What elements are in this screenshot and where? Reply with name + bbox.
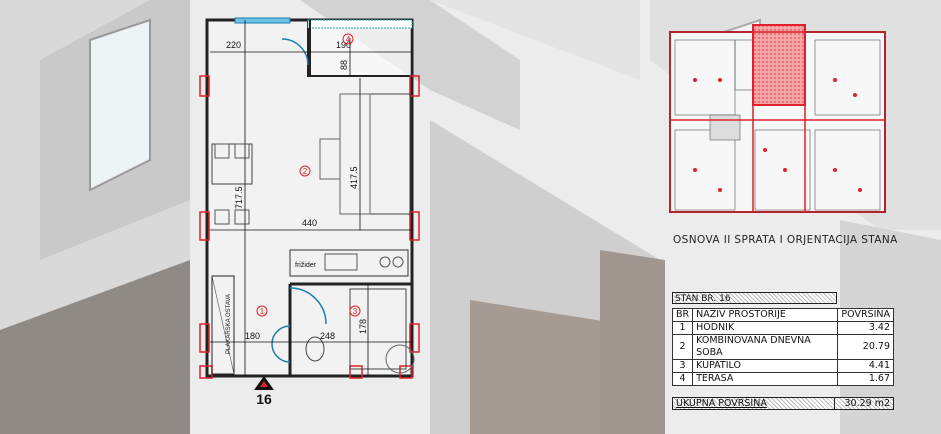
row-br: 4 (671, 372, 694, 386)
row-name: HODNIK (692, 321, 839, 335)
dim-terrace-depth: 88 (339, 60, 349, 70)
apartment-floor-plan: 220 190 88 440 417.5 717.5 180 248 178 1… (199, 17, 420, 379)
room-marker-1: 1 (260, 307, 265, 316)
terrace-railing (307, 19, 413, 29)
room-marker-2: 2 (303, 167, 308, 176)
rooms-table: BR NAZIV PROSTORIJE POVRŠINA 1 HODNIK 3.… (671, 308, 894, 386)
view-marker-number: 16 (256, 391, 272, 407)
table-row: 3 KUPATILO 4.41 (671, 359, 894, 373)
dim-total-height: 717.5 (234, 186, 244, 209)
triangle-marker-icon (254, 376, 274, 390)
wardrobe-label: PLAKARSKA OSTAVA (226, 294, 232, 354)
table-header-row: BR NAZIV PROSTORIJE POVRŠINA (671, 308, 894, 322)
row-name: KOMBINOVANA DNEVNA SOBA (692, 334, 839, 360)
table-row: 4 TERASA 1.67 (671, 372, 894, 386)
total-area-row: UKUPNA POVRŠINA 30.29 m2 (672, 397, 894, 410)
dim-top-width: 220 (226, 40, 241, 50)
dim-room-width: 440 (302, 218, 317, 228)
header-br: BR (671, 308, 694, 322)
row-br: 2 (671, 334, 694, 360)
row-area: 1.67 (837, 372, 894, 386)
row-br: 3 (671, 359, 694, 373)
dim-room-height: 417.5 (349, 166, 359, 189)
table-row: 1 HODNIK 3.42 (671, 321, 894, 335)
total-label: UKUPNA POVRŠINA (673, 398, 835, 409)
dim-hall-width: 180 (245, 331, 260, 341)
overview-caption: OSNOVA II SPRATA I ORJENTACIJA STANA (673, 234, 898, 246)
row-area: 3.42 (837, 321, 894, 335)
row-name: TERASA (692, 372, 839, 386)
row-area: 20.79 (837, 334, 894, 360)
view-marker: 16 (249, 374, 279, 407)
total-value: 30.29 m2 (844, 398, 890, 409)
room-marker-3: 3 (353, 307, 358, 316)
row-area: 4.41 (837, 359, 894, 373)
dim-bath-width: 248 (320, 331, 335, 341)
row-br: 1 (671, 321, 694, 335)
building-overview-plan (669, 24, 886, 213)
table-row: 2 KOMBINOVANA DNEVNA SOBA 20.79 (671, 334, 894, 360)
apartment-highlight (752, 24, 806, 106)
apartment-title: STAN BR. 16 (672, 292, 837, 304)
fridge-label: frižider (295, 262, 317, 269)
header-area: POVRŠINA (837, 308, 894, 322)
dim-bath-height: 178 (358, 319, 368, 334)
dim-terrace-width: 190 (336, 40, 351, 50)
room-marker-4: 4 (346, 35, 351, 44)
row-name: KUPATILO (692, 359, 839, 373)
header-name: NAZIV PROSTORIJE (692, 308, 839, 322)
